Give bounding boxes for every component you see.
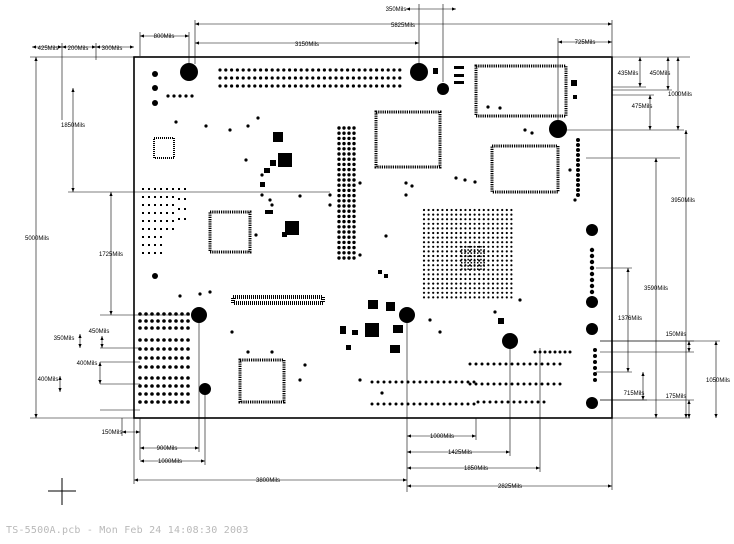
dimension-label: 1050Mils	[706, 378, 730, 384]
dimension-label: 150Mils	[666, 332, 687, 338]
dimension-label: 400Mils	[77, 361, 98, 367]
dimension-label: 450Mils	[650, 71, 671, 77]
dimension-label: 2825Mils	[498, 484, 522, 490]
mounting-holes	[152, 63, 567, 395]
dimension-label: 3150Mils	[295, 42, 319, 48]
dimension-label: 1850Mils	[61, 123, 85, 129]
dimension-label: 425Mils	[38, 46, 59, 52]
footer-caption: TS-5500A.pcb - Mon Feb 24 14:08:30 2003	[6, 525, 249, 536]
dimension-label: 725Mils	[575, 40, 596, 46]
dimension-label: 1725Mils	[99, 252, 123, 258]
dimension-label: 3590Mils	[644, 286, 668, 292]
dimension-label: 1850Mils	[464, 466, 488, 472]
dimension-label: 150Mils	[102, 430, 123, 436]
dimension-label: 475Mils	[632, 104, 653, 110]
origin-crosshair	[48, 478, 76, 505]
dimension-label: 800Mils	[154, 34, 175, 40]
dimension-label: 3950Mils	[671, 198, 695, 204]
dimension-label: 5825Mils	[391, 23, 415, 29]
dimension-label: 1376Mils	[618, 316, 642, 322]
dimension-label: 5000Mils	[25, 236, 49, 242]
dimension-label: 450Mils	[89, 329, 110, 335]
dimension-label: 200Mils	[68, 46, 89, 52]
dimension-label: 300Mils	[102, 46, 123, 52]
board-chips	[153, 64, 598, 409]
dimension-label: 3800Mils	[256, 478, 280, 484]
dimension-label: 900Mils	[157, 446, 178, 452]
dimension-label: 435Mils	[618, 71, 639, 77]
dimension-label: 1000Mils	[430, 434, 454, 440]
dimension-label: 350Mils	[54, 336, 75, 342]
dimension-label: 715Mils	[624, 391, 645, 397]
dimension-label: 1000Mils	[668, 92, 692, 98]
dimension-label: 1425Mils	[448, 450, 472, 456]
dimension-label: 350Mils	[386, 7, 407, 13]
dimension-label: 175Mils	[666, 394, 687, 400]
dimension-label: 400Mils	[38, 377, 59, 383]
board-features	[138, 66, 597, 406]
dimension-annotations: 350Mils 5825Mils 3150Mils 800Mils 425Mils 200…	[25, 4, 730, 492]
dimension-label: 1000Mils	[158, 459, 182, 465]
board-outline	[133, 56, 613, 419]
